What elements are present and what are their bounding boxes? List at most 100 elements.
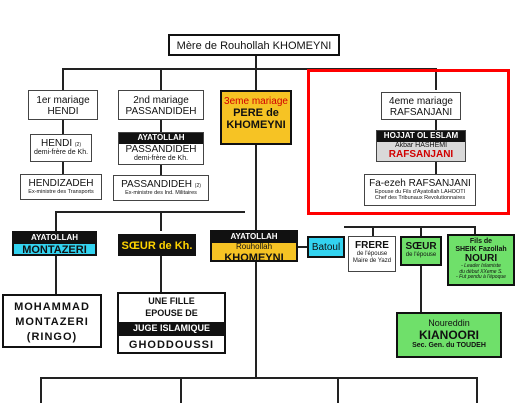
frere-sub1: de l'épouse bbox=[356, 251, 388, 257]
marriage-3-line2: PERE de bbox=[233, 107, 279, 119]
connector-line bbox=[435, 68, 437, 90]
marriage-4-node: 4eme mariage RAFSANJANI bbox=[381, 92, 461, 120]
marriage-3-line1: 3eme mariage bbox=[224, 96, 288, 107]
marriage-3-line3: KHOMEYNI bbox=[226, 119, 286, 132]
soeur-epouse-name: SŒUR bbox=[405, 241, 437, 252]
frere-sub2: Maire de Yazd bbox=[352, 257, 392, 264]
nouri-name: NOURI bbox=[464, 253, 498, 265]
marriage-1-node: 1er mariage HENDI bbox=[28, 90, 98, 120]
passandideh-ayatollah-node: AYATOLLAH PASSANDIDEH demi-frère de Kh. bbox=[118, 132, 204, 165]
connector-line bbox=[255, 262, 257, 378]
marriage-2-line2: PASSANDIDEH bbox=[125, 106, 197, 117]
mohammad-l3: (RINGO) bbox=[26, 331, 78, 344]
connector-line bbox=[160, 68, 162, 90]
montazeri-node: AYATOLLAH MONTAZERI bbox=[12, 231, 97, 256]
connector-line bbox=[55, 211, 57, 231]
connector-line bbox=[180, 377, 182, 403]
soeur-epouse-node: SŒUR de l'épouse bbox=[400, 236, 442, 266]
montazeri-name: MONTAZERI bbox=[22, 243, 87, 256]
fille-node: UNE FILLE EPOUSE DE JUGE ISLAMIQUE GHODD… bbox=[117, 292, 226, 354]
hojjat-sub: Akbar HASHEMI bbox=[394, 141, 448, 149]
khomeyni-name: KHOMEYNI bbox=[224, 251, 284, 264]
connector-line bbox=[255, 55, 257, 69]
connector-line bbox=[62, 120, 64, 134]
hendizadeh-name: HENDIZADEH bbox=[28, 178, 94, 189]
marriage-1-line2: HENDI bbox=[47, 106, 79, 117]
connector-line bbox=[55, 211, 245, 213]
mother-node: Mère de Rouhollah KHOMEYNI bbox=[168, 34, 340, 56]
connector-line bbox=[372, 226, 374, 236]
kianoori-node: Noureddin KIANOORI Sec. Gen. du TOUDEH bbox=[396, 312, 502, 358]
connector-line bbox=[420, 266, 422, 312]
soeur-kh-node: SŒUR de Kh. bbox=[118, 234, 196, 256]
passandideh2-sub: Ex-ministre des Ind. Militaires bbox=[125, 190, 197, 196]
kianoori-sub: Sec. Gen. du TOUDEH bbox=[412, 342, 486, 350]
hojjat-title: HOJJAT OL ESLAM bbox=[377, 131, 465, 142]
passandideh-name: PASSANDIDEH bbox=[125, 143, 197, 155]
nouri-s3: - Fut pendu à l'époque bbox=[456, 274, 506, 281]
kianoori-name: KIANOORI bbox=[419, 327, 479, 342]
faezeh-sub1: Epouse du Fils d'Ayatollah LAHOOTI bbox=[374, 189, 466, 195]
connector-line bbox=[474, 226, 476, 234]
batoul-node: Batoul bbox=[307, 236, 345, 258]
hendizadeh-node: HENDIZADEH Ex-ministre des Transports bbox=[20, 174, 102, 200]
fille-l1: UNE FILLE bbox=[148, 296, 195, 306]
connector-line bbox=[298, 246, 310, 248]
connector-line bbox=[435, 162, 437, 174]
passandideh2-node: PASSANDIDEH (2) Ex-ministre des Ind. Mil… bbox=[113, 175, 209, 201]
hendizadeh-sub: Ex-ministre des Transports bbox=[28, 189, 94, 195]
connector-line bbox=[62, 162, 64, 174]
frere-node: FRERE de l'épouse Maire de Yazd bbox=[348, 236, 396, 272]
marriage-2-node: 2nd mariage PASSANDIDEH bbox=[118, 90, 204, 120]
connector-line bbox=[160, 120, 162, 132]
nouri-s2: du début XXeme S. bbox=[459, 268, 503, 275]
khomeyni-sub: Rouhollah bbox=[235, 241, 273, 251]
fille-bar: JUGE ISLAMIQUE bbox=[119, 321, 224, 336]
nouri-l1: Fils de bbox=[469, 238, 493, 245]
mother-label: Mère de Rouhollah KHOMEYNI bbox=[176, 40, 332, 52]
frere-name: FRERE bbox=[355, 240, 389, 251]
hojjat-name: RAFSANJANI bbox=[388, 149, 454, 161]
batoul-label: Batoul bbox=[311, 242, 341, 253]
mohammad-l2: MONTAZERI bbox=[15, 316, 89, 329]
nouri-node: Fils de SHEIK Fazollah NOURI - Leader Is… bbox=[447, 234, 515, 286]
fille-l2: EPOUSE DE bbox=[145, 307, 198, 318]
faezeh-node: Fa-ezeh RAFSANJANI Epouse du Fils d'Ayat… bbox=[364, 174, 476, 206]
hojjat-node: HOJJAT OL ESLAM Akbar HASHEMI RAFSANJANI bbox=[376, 130, 466, 162]
khomeyni-node: AYATOLLAH Rouhollah KHOMEYNI bbox=[210, 230, 298, 264]
khomeyni-title: AYATOLLAH bbox=[212, 232, 296, 243]
connector-line bbox=[160, 256, 162, 292]
hendi-node: HENDI (2) demi-frère de Kh. bbox=[30, 134, 92, 162]
passandideh2-name: PASSANDIDEH (2) bbox=[121, 179, 201, 190]
fille-name: GHODDOUSSI bbox=[128, 338, 215, 351]
connector-line bbox=[55, 256, 57, 294]
marriage-3-node: 3eme mariage PERE de KHOMEYNI bbox=[220, 90, 292, 145]
connector-line bbox=[62, 68, 64, 90]
highlight-frame bbox=[307, 69, 510, 215]
soeur-kh-label: SŒUR de Kh. bbox=[121, 240, 193, 252]
connector-line bbox=[62, 68, 436, 70]
soeur-epouse-sub: de l'épouse bbox=[405, 252, 437, 258]
mohammad-montazeri-node: MOHAMMAD MONTAZERI (RINGO) bbox=[2, 294, 102, 348]
marriage-2-line1: 2nd mariage bbox=[133, 95, 189, 106]
nouri-l2: SHEIK Fazollah bbox=[455, 245, 507, 253]
montazeri-title: AYATOLLAH bbox=[14, 233, 95, 244]
mohammad-l1: MOHAMMAD bbox=[14, 301, 90, 313]
connector-line bbox=[344, 226, 475, 228]
connector-line bbox=[160, 165, 162, 175]
connector-line bbox=[255, 145, 257, 230]
connector-line bbox=[337, 377, 339, 403]
connector-line bbox=[160, 211, 162, 231]
hendi-name: HENDI (2) bbox=[40, 138, 82, 149]
faezeh-name: Fa-ezeh RAFSANJANI bbox=[369, 178, 471, 189]
connector-line bbox=[476, 377, 478, 403]
kianoori-l1: Noureddin bbox=[428, 318, 470, 328]
connector-line bbox=[40, 377, 477, 379]
marriage-4-line1: 4eme mariage bbox=[389, 96, 453, 107]
marriage-4-line2: RAFSANJANI bbox=[389, 107, 453, 118]
connector-line bbox=[40, 377, 42, 403]
marriage-1-line1: 1er mariage bbox=[36, 95, 90, 106]
passandideh-title: AYATOLLAH bbox=[119, 133, 203, 144]
passandideh-sub: demi-frère de Kh. bbox=[133, 154, 189, 162]
connector-line bbox=[255, 68, 257, 90]
